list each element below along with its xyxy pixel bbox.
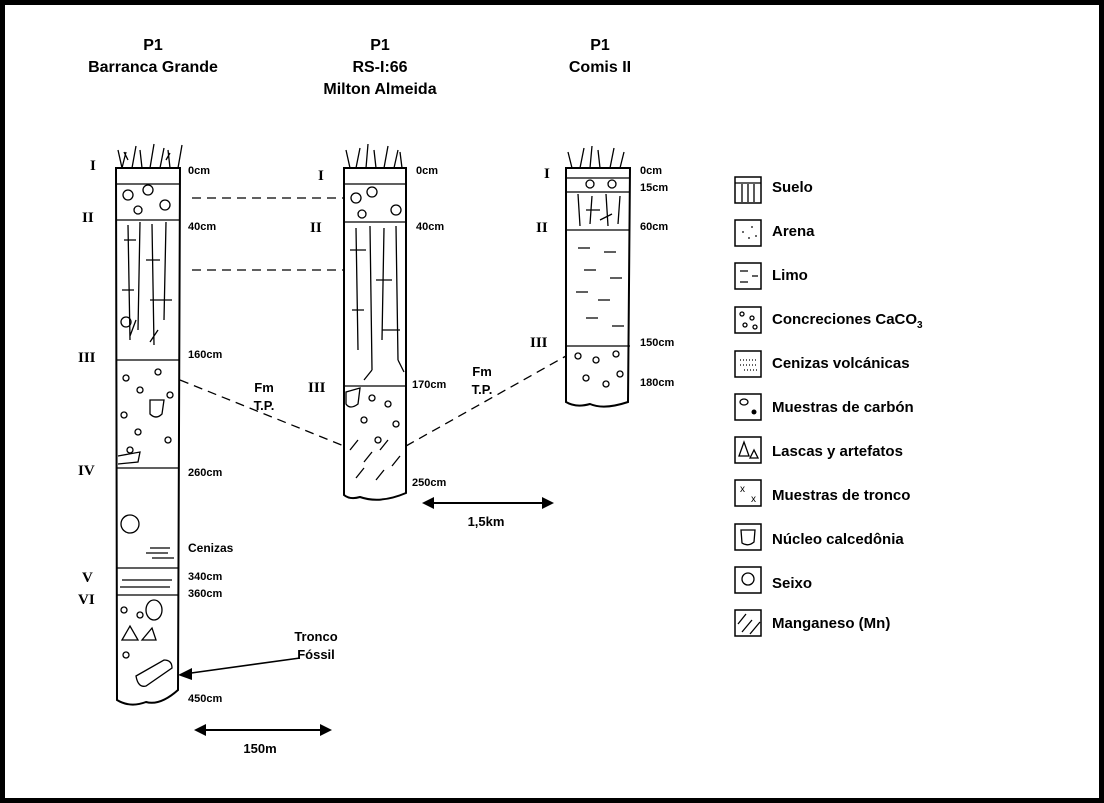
depth-label: 170cm	[412, 379, 446, 391]
layer-numeral: II	[536, 220, 548, 236]
depth-label: 260cm	[188, 467, 222, 479]
depth-label: 15cm	[640, 182, 668, 194]
layer-boundaries	[116, 183, 180, 596]
fm-tp-label: T.P.	[472, 382, 493, 397]
fm-tp-label: T.P.	[254, 398, 275, 413]
tronco-label: Tronco	[294, 629, 337, 644]
layer-numeral: II	[310, 220, 322, 236]
layer-numeral: IV	[78, 463, 95, 479]
profile-barranca-grande: P1 Barranca Grande	[78, 37, 234, 706]
layer-boundaries	[344, 183, 406, 387]
layer-numeral: VI	[78, 592, 95, 608]
suelo-pattern	[577, 179, 621, 227]
suelo-pattern	[350, 186, 405, 381]
concreciones-icon	[734, 306, 762, 334]
legend-label: Muestras de tronco	[772, 487, 910, 504]
legend-label: Lascas y artefatos	[772, 443, 903, 460]
limo-icon	[734, 262, 762, 290]
correlation-lines	[179, 197, 567, 447]
scale-bar-150m: 150m	[194, 724, 332, 756]
svg-text:x: x	[740, 484, 745, 495]
legend-label: Suelo	[772, 179, 813, 196]
profile-comis-ii: P1 Comis II I II III 0cm 15cm 60cm 150cm…	[530, 37, 674, 408]
legend: Suelo Arena Limo Concreciones CaCO3 Ceni…	[734, 176, 923, 637]
depth-label: 250cm	[412, 477, 446, 489]
suelo-pattern	[120, 184, 172, 346]
legend-label: Núcleo calcedônia	[772, 531, 904, 548]
tronco-arrow-icon	[178, 657, 301, 680]
profile-rs-i-66: P1 RS-I:66 Milton Almeida I II III 0cm 4…	[308, 37, 446, 501]
depth-label: 0cm	[640, 165, 662, 177]
nucleo-icon	[734, 523, 762, 551]
legend-label: Manganeso (Mn)	[772, 615, 890, 632]
tronco-label: Fóssil	[297, 647, 335, 662]
layer-numeral: I	[544, 166, 550, 182]
tronco-icon: x x	[734, 479, 762, 507]
profile-title-line: Comis II	[569, 59, 631, 76]
concreciones-pattern	[117, 368, 174, 465]
profile-title-line: P1	[590, 37, 610, 54]
scale-label: 150m	[243, 741, 276, 756]
manganeso-icon	[734, 609, 762, 637]
depth-label: 450cm	[188, 693, 222, 705]
legend-label: Cenizas volcánicas	[772, 355, 910, 372]
legend-label: Arena	[772, 223, 815, 240]
concreciones-pattern	[345, 387, 400, 444]
profile-title-line: RS-I:66	[352, 59, 407, 76]
depth-label: 0cm	[188, 165, 210, 177]
legend-label: Muestras de carbón	[772, 399, 914, 416]
scale-bar-1-5km: 1,5km	[422, 497, 554, 529]
concreciones-pattern	[574, 350, 624, 388]
profile-column	[114, 167, 182, 706]
layer-numeral: III	[530, 335, 548, 351]
grass-icon	[567, 145, 625, 169]
arena-icon	[734, 219, 762, 247]
manganeso-pattern	[349, 439, 401, 481]
profile-column	[565, 167, 632, 408]
profile-title-line: Barranca Grande	[88, 59, 218, 76]
cenizas-annotation: Cenizas	[188, 541, 234, 555]
profile-title-line: Milton Almeida	[323, 81, 436, 98]
grass-icon	[345, 143, 403, 169]
depth-label: 340cm	[188, 571, 222, 583]
layer-numeral: V	[82, 570, 93, 586]
scale-label: 1,5km	[468, 514, 505, 529]
svg-text:x: x	[751, 494, 756, 505]
grass-icon	[117, 143, 183, 169]
profile-column	[343, 167, 407, 501]
layer-numeral: I	[90, 158, 96, 174]
profile-title-line: P1	[143, 37, 163, 54]
depth-label: 360cm	[188, 588, 222, 600]
depth-label: 40cm	[188, 221, 216, 233]
lower-layers-pattern	[120, 514, 174, 687]
layer-numeral: I	[318, 168, 324, 184]
depth-label: 160cm	[188, 349, 222, 361]
layer-boundaries	[566, 177, 630, 347]
seixo-icon	[734, 566, 762, 594]
layer-numeral: III	[78, 350, 96, 366]
depth-label: 40cm	[416, 221, 444, 233]
legend-label: Limo	[772, 267, 808, 284]
suelo-icon	[734, 176, 762, 204]
fm-tp-label: Fm	[472, 364, 492, 379]
cenizas-icon	[734, 350, 762, 378]
depth-label: 180cm	[640, 377, 674, 389]
depth-label: 60cm	[640, 221, 668, 233]
legend-label: Seixo	[772, 575, 812, 592]
legend-label: Concreciones CaCO3	[772, 311, 923, 331]
layer-numeral: III	[308, 380, 326, 396]
depth-label: 0cm	[416, 165, 438, 177]
layer-numeral: II	[82, 210, 94, 226]
profile-title-line: P1	[370, 37, 390, 54]
lascas-icon	[734, 436, 762, 464]
limo-pattern	[576, 247, 624, 327]
carbon-icon	[734, 393, 762, 421]
depth-label: 150cm	[640, 337, 674, 349]
fm-tp-label: Fm	[254, 380, 274, 395]
